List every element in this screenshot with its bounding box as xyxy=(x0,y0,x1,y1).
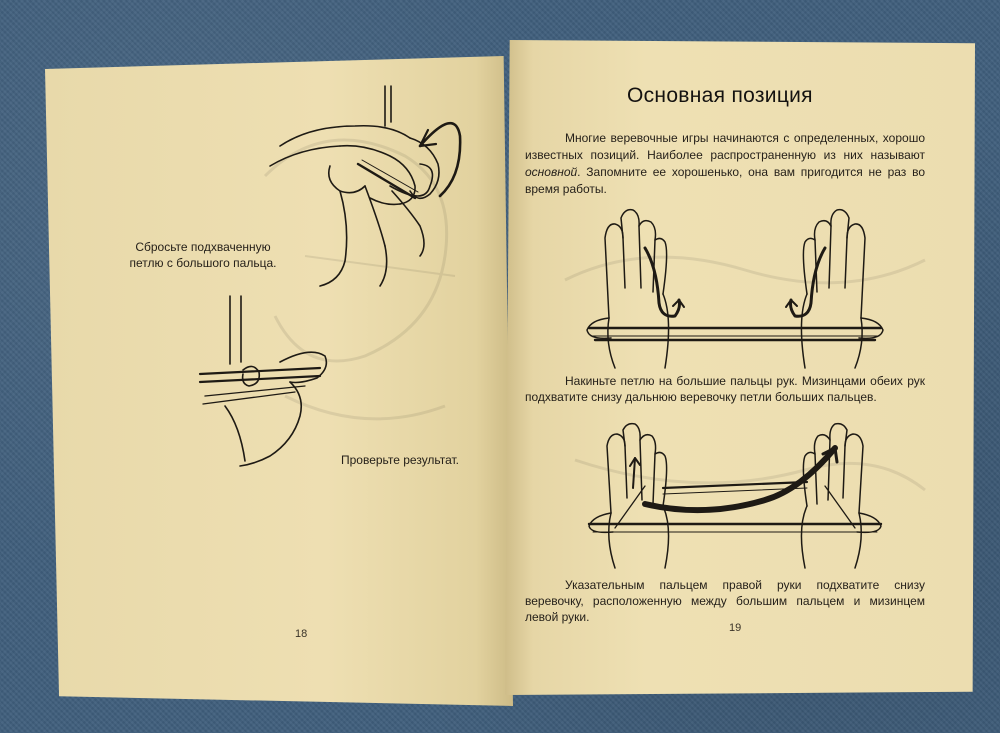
intro-paragraph: Многие веревочные игры начинаются с опре… xyxy=(525,130,925,198)
left-page: Сбросьте подхваченную петлю с большого п… xyxy=(45,56,513,706)
page-number: 18 xyxy=(295,628,308,640)
page-number: 19 xyxy=(729,622,742,634)
right-page: Основная позиция Многие веревочные игры … xyxy=(505,40,975,695)
illustration-loop-on-thumbs xyxy=(586,208,884,369)
illustration-index-pickup xyxy=(587,422,883,569)
intro-text-start: Многие веревочные игры начинаются с опре… xyxy=(525,131,925,162)
step-2-instruction: Указательным пальцем правой руки подхват… xyxy=(525,578,925,624)
page-title: Основная позиция xyxy=(627,84,813,107)
illustration-drop-loop xyxy=(269,85,462,287)
show-through-illustration xyxy=(263,138,456,421)
caption-check-result: Проверьте результат. xyxy=(341,453,460,467)
caption-drop-loop: Сбросьте подхваченную петлю с большого п… xyxy=(129,240,277,270)
intro-text-end: . Запомните ее хорошенько, она вам приго… xyxy=(525,165,925,196)
step-1-instruction: Накиньте петлю на большие пальцы рук. Ми… xyxy=(525,374,925,404)
illustration-result xyxy=(198,295,328,467)
show-through-illustration xyxy=(564,255,926,492)
intro-emphasis: основной xyxy=(525,165,578,179)
